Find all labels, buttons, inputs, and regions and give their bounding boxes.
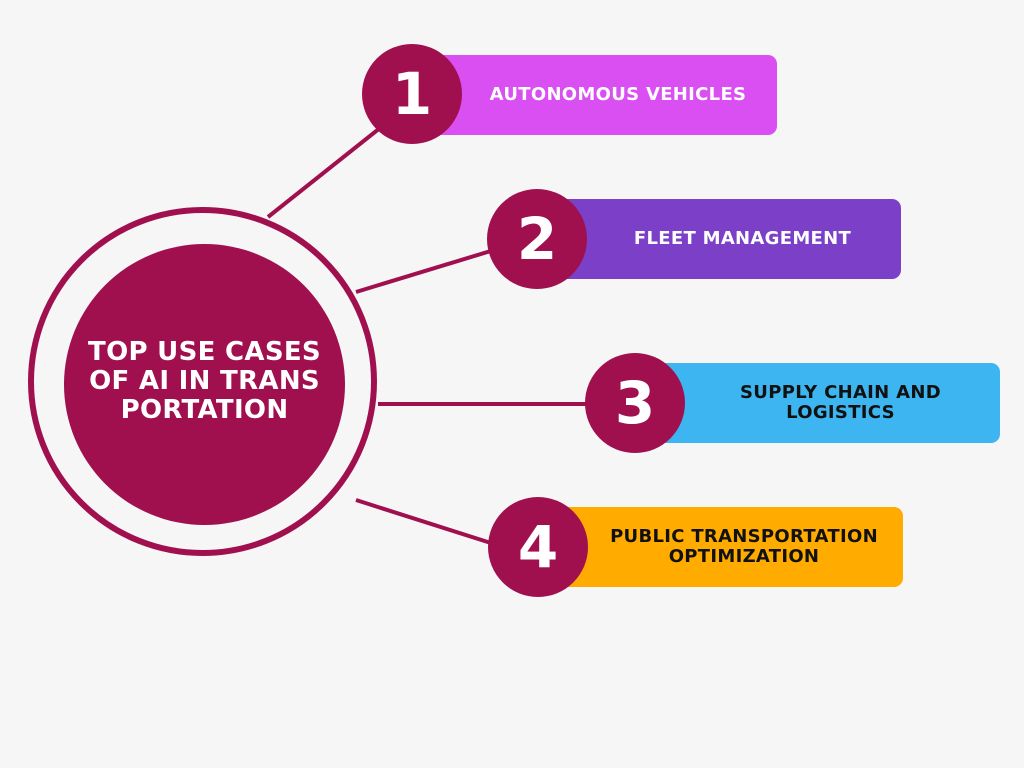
card-public-transportation: PUBLIC TRANSPORTATION OPTIMIZATION: [541, 507, 903, 587]
connector-line-2: [355, 248, 495, 294]
card-label: AUTONOMOUS VEHICLES: [489, 84, 747, 105]
number-badge-3: 3: [585, 353, 685, 453]
card-fleet-management: FLEET MANAGEMENT: [540, 199, 901, 279]
number-badge-1: 1: [362, 44, 462, 144]
badge-number: 1: [391, 60, 433, 128]
connector-line-1: [266, 122, 387, 219]
card-supply-chain: SUPPLY CHAIN AND LOGISTICS: [637, 363, 1000, 443]
number-badge-4: 4: [488, 497, 588, 597]
card-label: PUBLIC TRANSPORTATION OPTIMIZATION: [610, 526, 878, 567]
hub-circle: TOP USE CASES OF AI IN TRANSPORTATION: [64, 244, 345, 525]
badge-number: 3: [614, 369, 656, 437]
card-label: SUPPLY CHAIN AND LOGISTICS: [740, 382, 941, 423]
number-badge-2: 2: [487, 189, 587, 289]
connector-line-4: [355, 498, 495, 546]
badge-number: 2: [516, 205, 558, 273]
card-label: FLEET MANAGEMENT: [633, 228, 852, 249]
card-autonomous-vehicles: AUTONOMOUS VEHICLES: [415, 55, 777, 135]
hub-title: TOP USE CASES OF AI IN TRANSPORTATION: [88, 337, 321, 425]
badge-number: 4: [517, 513, 559, 581]
